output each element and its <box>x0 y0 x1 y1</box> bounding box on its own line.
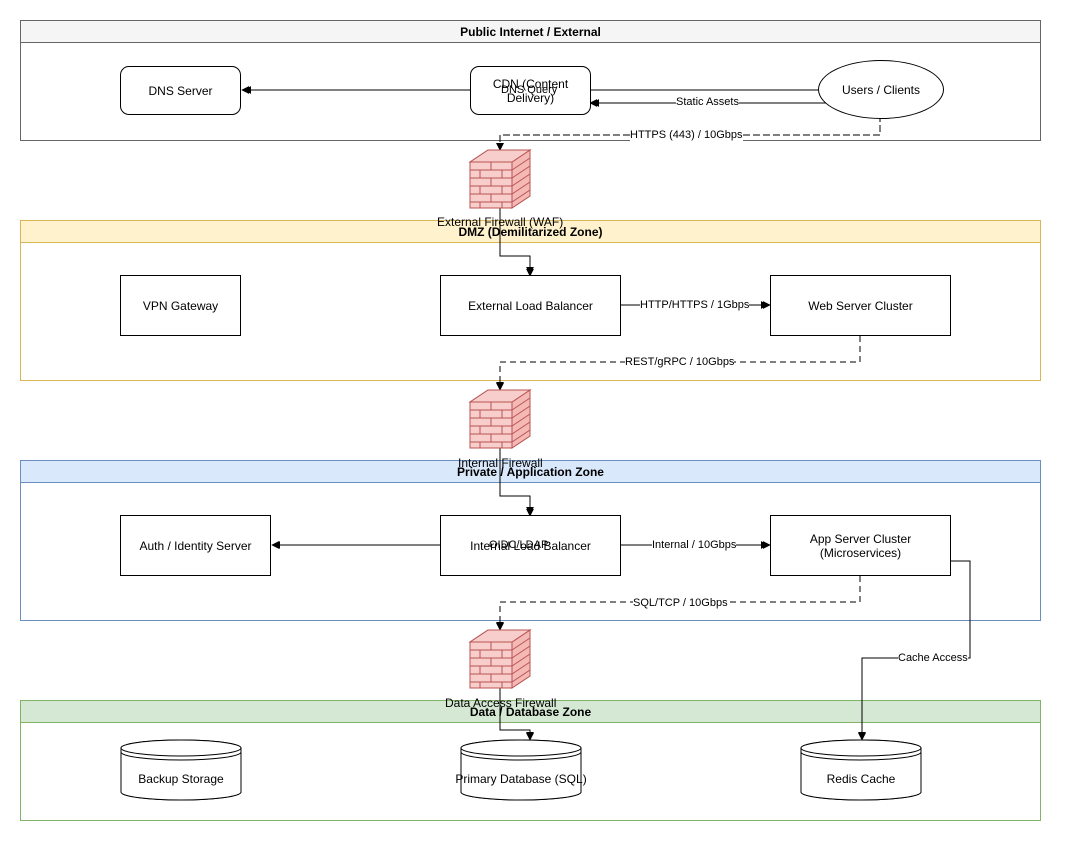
cache-access-label: Cache Access <box>898 652 968 664</box>
sql-tcp-label: SQL/TCP / 10Gbps <box>633 597 728 609</box>
app-server-cluster-node[interactable]: App Server Cluster (Microservices) <box>770 515 951 576</box>
data-zone: Data / Database Zone <box>20 700 1041 821</box>
internal-load-balancer-node[interactable]: Internal Load Balancer <box>440 515 621 576</box>
dns-query-label: DNS Query <box>501 84 558 96</box>
rest-grpc-label: REST/gRPC / 10Gbps <box>625 356 735 368</box>
http-https-label: HTTP/HTTPS / 1Gbps <box>640 299 750 311</box>
external-firewall-icon <box>468 149 532 209</box>
primary-database-label[interactable]: Primary Database (SQL) <box>455 772 587 786</box>
data-access-firewall-icon <box>468 629 532 689</box>
dns-server-node[interactable]: DNS Server <box>120 66 241 115</box>
redis-cache-label[interactable]: Redis Cache <box>826 772 896 786</box>
public-zone-title: Public Internet / External <box>21 21 1040 43</box>
static-assets-label: Static Assets <box>676 96 739 108</box>
private-zone-title: Private / Application Zone <box>21 461 1040 483</box>
external-load-balancer-node[interactable]: External Load Balancer <box>440 275 621 336</box>
auth-identity-server-node[interactable]: Auth / Identity Server <box>120 515 271 576</box>
internal-label: Internal / 10Gbps <box>652 539 737 551</box>
oidc-ldap-label: OIDC/LDAP <box>489 539 549 551</box>
web-server-cluster-node[interactable]: Web Server Cluster <box>770 275 951 336</box>
users-clients-node[interactable]: Users / Clients <box>818 60 944 119</box>
internal-firewall-label: Internal Firewall <box>458 456 543 470</box>
backup-storage-label[interactable]: Backup Storage <box>138 772 224 786</box>
data-access-firewall-label: Data Access Firewall <box>445 696 557 710</box>
external-firewall-label: External Firewall (WAF) <box>437 215 564 229</box>
https-label: HTTPS (443) / 10Gbps <box>630 129 743 141</box>
internal-firewall-icon <box>468 389 532 449</box>
cdn-node[interactable]: CDN (Content Delivery) <box>470 66 591 115</box>
vpn-gateway-node[interactable]: VPN Gateway <box>120 275 241 336</box>
public-zone: Public Internet / External <box>20 20 1041 141</box>
